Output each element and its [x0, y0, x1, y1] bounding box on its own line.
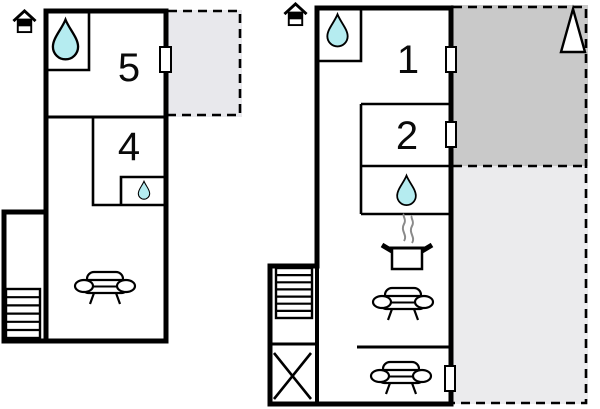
house-icon	[12, 9, 37, 34]
room-label-2: 2	[396, 114, 418, 158]
terrace-dashed-border	[453, 5, 588, 405]
bathroom-walls	[46, 11, 91, 72]
balcony-dashed-border	[168, 9, 242, 117]
bathroom-walls	[317, 8, 363, 63]
room-label-5: 5	[118, 46, 140, 90]
water-drop-icon	[51, 18, 80, 61]
terrace-upper-area	[451, 5, 588, 166]
stairs-icon	[274, 266, 314, 320]
door-marker	[444, 365, 456, 392]
room-label-1: 1	[397, 38, 419, 82]
sofa-icon	[371, 286, 435, 322]
sofa-icon	[369, 360, 433, 396]
door-marker	[159, 46, 172, 73]
x-room-icon	[272, 352, 313, 400]
stairs-icon	[4, 287, 42, 340]
room2-walls	[359, 102, 451, 214]
stove-icon	[382, 213, 432, 269]
door-marker	[445, 121, 457, 148]
ground-floor-plan: 1 2	[267, 2, 588, 407]
terrace-lower-area	[451, 166, 588, 404]
small-bathroom-walls	[119, 175, 166, 205]
north-arrow-icon	[559, 4, 587, 54]
door-marker	[445, 46, 457, 73]
room4-walls	[91, 117, 166, 207]
sofa-icon	[73, 270, 137, 306]
room-label-4: 4	[118, 125, 140, 169]
mid-bathroom-walls	[361, 164, 451, 216]
water-drop-icon	[137, 180, 151, 200]
water-drop-icon	[326, 13, 349, 48]
house-icon	[283, 2, 308, 27]
water-drop-icon	[396, 174, 417, 207]
upper-floor-plan: 5 4	[1, 8, 242, 344]
balcony-area	[166, 10, 242, 117]
